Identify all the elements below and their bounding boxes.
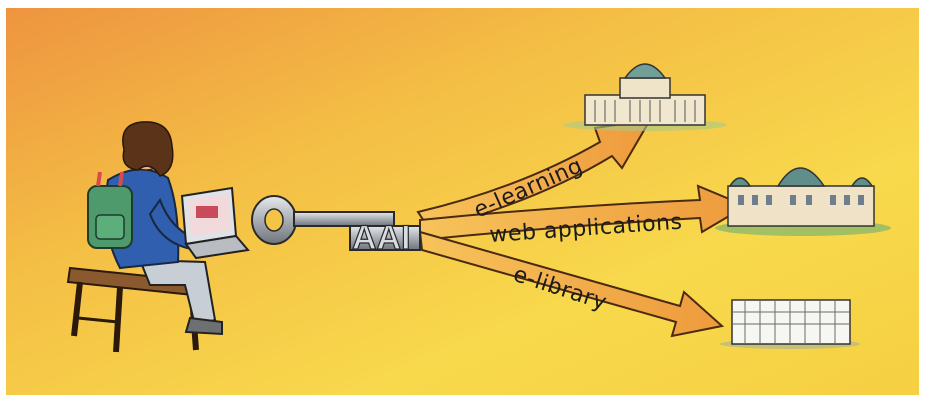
key-label: AAI	[352, 219, 411, 257]
laptop-icon	[180, 186, 250, 260]
university-building-icon	[563, 63, 727, 131]
arrow-web-applications	[419, 184, 749, 242]
key-icon: AAI	[251, 195, 421, 258]
parliament-building-icon	[715, 167, 891, 236]
person-with-laptop	[66, 121, 250, 353]
arrow-e-learning	[416, 118, 652, 232]
library-building-icon	[720, 299, 860, 349]
arrow-e-library	[418, 230, 725, 338]
backpack-icon	[87, 171, 133, 249]
